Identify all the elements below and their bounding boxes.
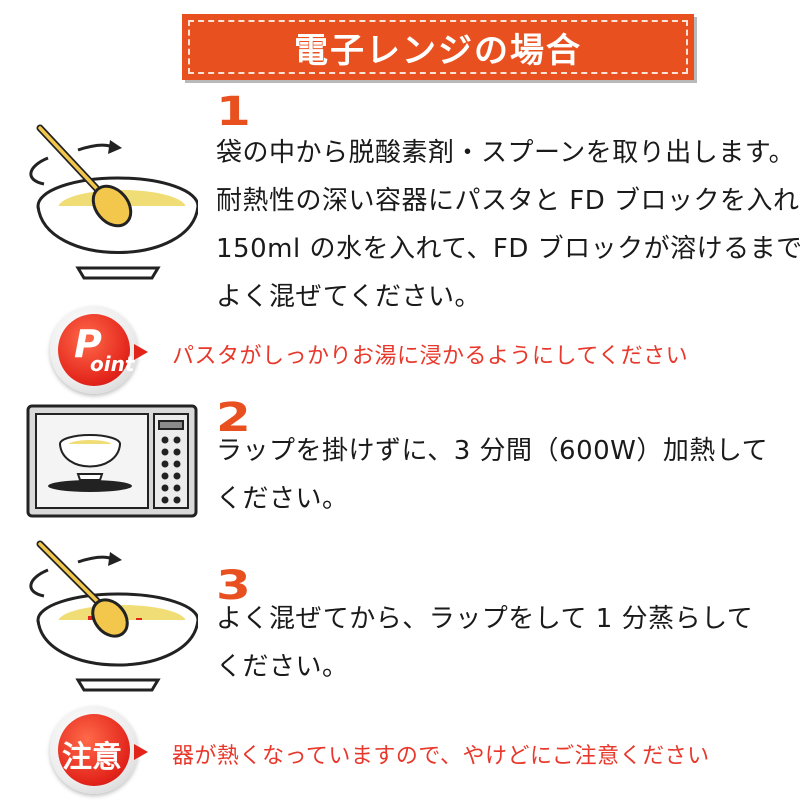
step-2-number: 2: [216, 395, 251, 441]
caution-badge-tail: [134, 744, 148, 760]
step-1-line-4: よく混ぜてください。: [216, 282, 482, 312]
step-1-line-1: 袋の中から脱酸素剤・スプーンを取り出します。: [216, 138, 796, 168]
point-badge-big-letter: P: [74, 322, 102, 366]
step-1-line-3: 150ml の水を入れて、FD ブロックが溶けるまで: [216, 234, 800, 264]
point-badge-small-text: oint: [90, 352, 135, 376]
mixing-bowl-icon: [18, 118, 200, 288]
step-3-line-1: よく混ぜてから、ラップをして 1 分蒸らして: [216, 604, 754, 634]
point-badge-inner: [58, 314, 130, 386]
step-1-number: 1: [216, 89, 251, 135]
step-3-number: 3: [216, 563, 251, 609]
stirring-bowl-icon: [18, 540, 200, 700]
caution-badge: 注意: [50, 706, 148, 794]
caution-badge-label: 注意: [62, 740, 122, 775]
point-badge-tail: [134, 344, 148, 360]
step-1-line-2: 耐熱性の深い容器にパスタと FD ブロックを入れ、: [216, 186, 800, 216]
step-2-line-1: ラップを掛けずに、3 分間（600W）加熱して: [216, 436, 769, 466]
step-2-line-2: ください。: [216, 484, 349, 514]
microwave-icon: [26, 404, 198, 518]
caution-badge-inner: [58, 714, 130, 786]
title-banner: 電子レンジの場合: [182, 14, 694, 80]
page-title: 電子レンジの場合: [294, 30, 582, 71]
caution-text: 器が熱くなっていますので、やけどにご注意ください: [172, 744, 710, 769]
point-text: パスタがしっかりお湯に浸かるようにしてください: [172, 344, 689, 369]
step-3-line-2: ください。: [216, 652, 349, 682]
point-badge: P oint: [50, 306, 148, 394]
